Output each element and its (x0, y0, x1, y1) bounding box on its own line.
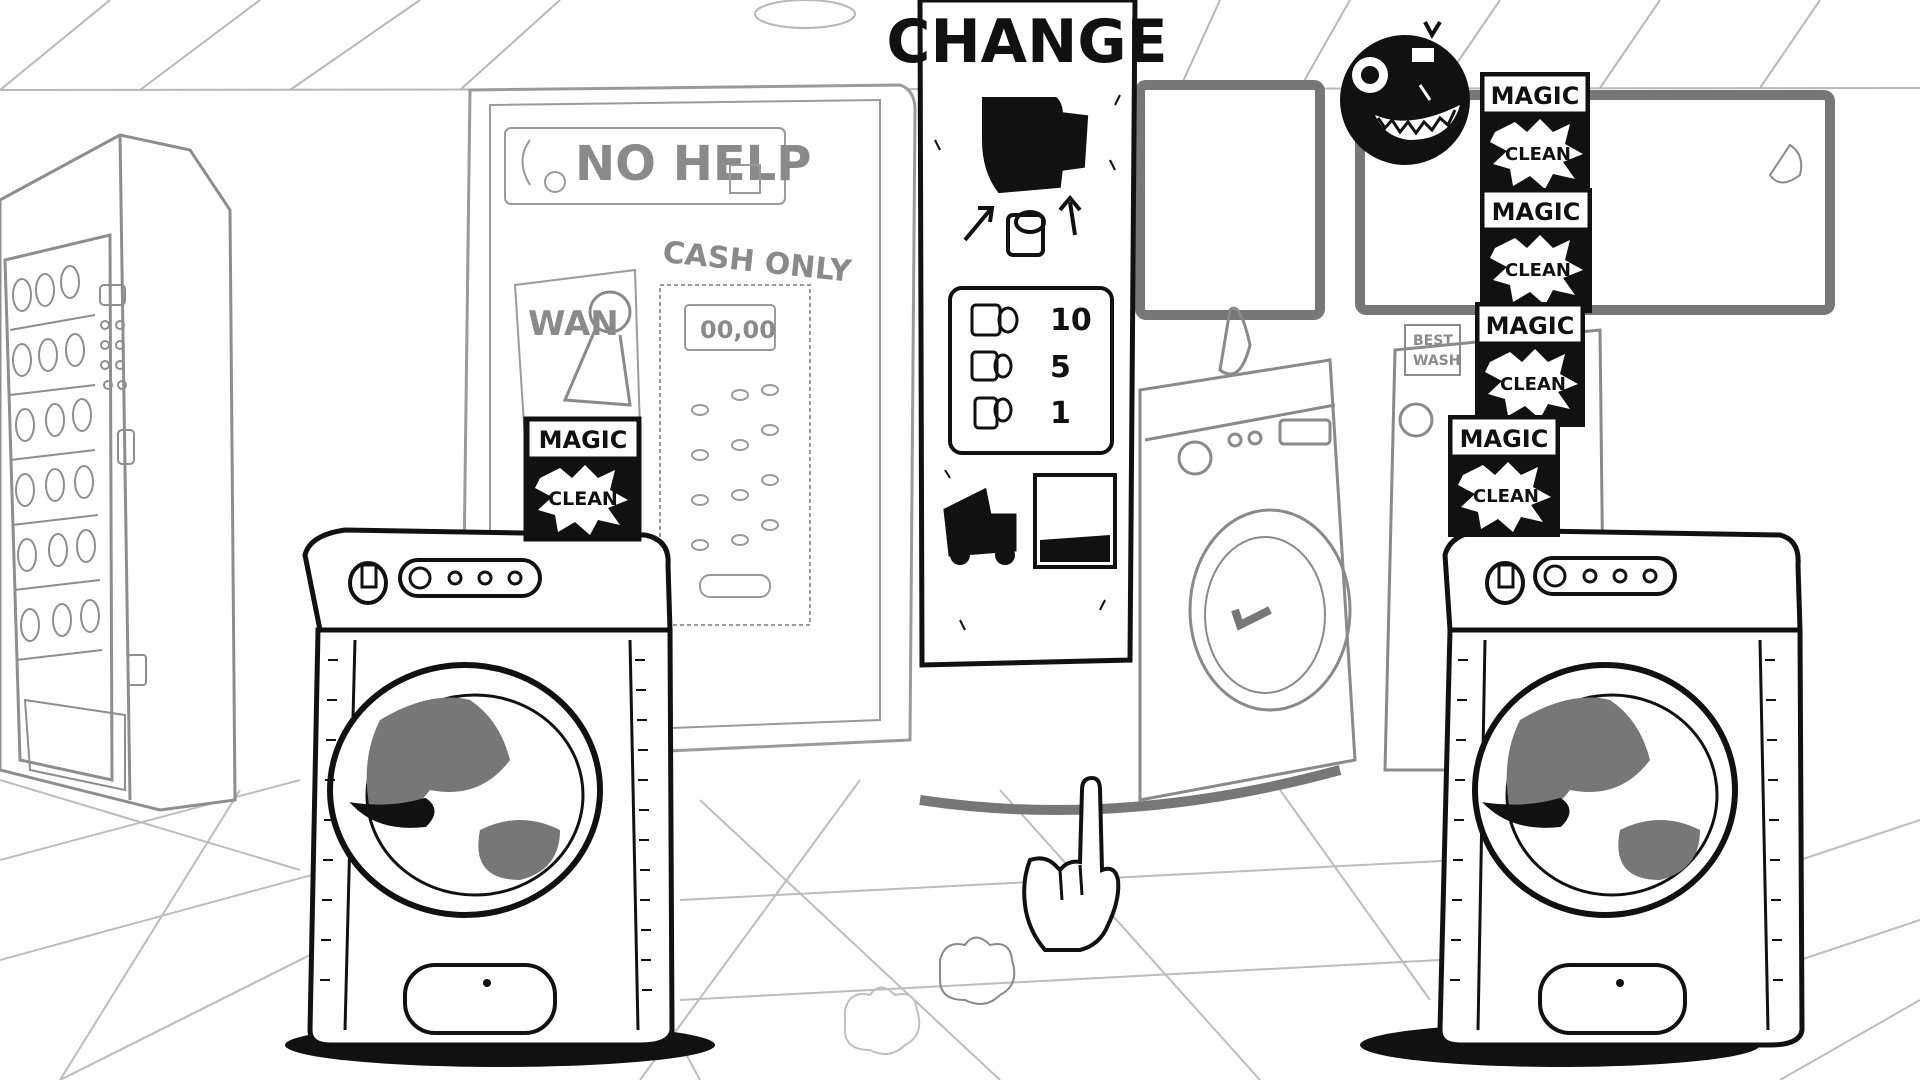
clean-label-stack-4: CLEAN (1473, 486, 1539, 507)
clean-label-left: CLEAN (548, 488, 618, 510)
magic-label-stack-3: MAGIC (1486, 312, 1575, 340)
magic-clean-box-left[interactable]: MAGIC CLEAN (523, 416, 642, 542)
magic-label-left: MAGIC (539, 426, 628, 454)
doll-figure (562, 290, 632, 407)
coin-stack-medium-icon (970, 350, 1013, 382)
magic-clean-box-stack-1[interactable]: MAGIC CLEAN (1480, 72, 1590, 197)
vending-machine[interactable] (0, 133, 237, 812)
coin-insert-arrows-icon (963, 194, 1082, 257)
best-wash-text-2: WASH (1413, 353, 1460, 369)
magic-clean-box-stack-3[interactable]: MAGIC CLEAN (1475, 302, 1585, 427)
magic-clean-box-stack-4[interactable]: MAGIC CLEAN (1448, 415, 1560, 537)
black-creature[interactable] (1340, 20, 1470, 165)
price-panel: 10 5 1 (948, 286, 1114, 455)
clean-label-stack-2: CLEAN (1505, 260, 1571, 281)
control-knob[interactable] (348, 561, 388, 605)
no-help-sign: NO HELP (504, 127, 811, 205)
back-washer (919, 80, 1357, 815)
best-wash-text-1: BEST (1413, 333, 1453, 349)
change-machine[interactable]: CHANGE 10 5 1 (886, 0, 1168, 668)
magic-label-stack-1: MAGIC (1491, 82, 1580, 110)
coin-tray-icons (943, 473, 1117, 569)
washer-door[interactable] (327, 662, 603, 918)
magic-clean-box-stack-2[interactable]: MAGIC CLEAN (1480, 188, 1592, 313)
magic-label-stack-2: MAGIC (1492, 198, 1581, 226)
dust-bunnies (844, 936, 1016, 1055)
coin-single-icon (973, 396, 1013, 430)
coin-stack-large-icon (970, 303, 1019, 337)
price-value-2: 5 (1050, 350, 1071, 385)
magic-clean-stack[interactable]: MAGIC CLEAN MAGIC CLEAN MAGIC CLEAN MAGI… (1448, 72, 1592, 537)
price-value-1: 10 (1050, 303, 1092, 338)
clean-label-stack-3: CLEAN (1500, 374, 1566, 395)
clean-label-stack-1: CLEAN (1505, 144, 1571, 165)
washing-machine-left[interactable] (285, 527, 715, 1067)
price-value-3: 1 (1050, 396, 1071, 431)
control-knob-right[interactable] (1485, 561, 1525, 605)
washer-door-right[interactable] (1472, 662, 1738, 918)
cash-display-text: 00,00 (700, 316, 776, 344)
pointing-hand-cursor-icon (1022, 775, 1121, 952)
magic-label-stack-4: MAGIC (1460, 425, 1549, 453)
no-help-text: NO HELP (575, 136, 811, 192)
dollar-bill-icon (982, 97, 1089, 194)
wanted-text: WAN (528, 304, 619, 344)
washing-machine-right[interactable] (1360, 527, 1805, 1067)
change-title: CHANGE (886, 7, 1167, 77)
